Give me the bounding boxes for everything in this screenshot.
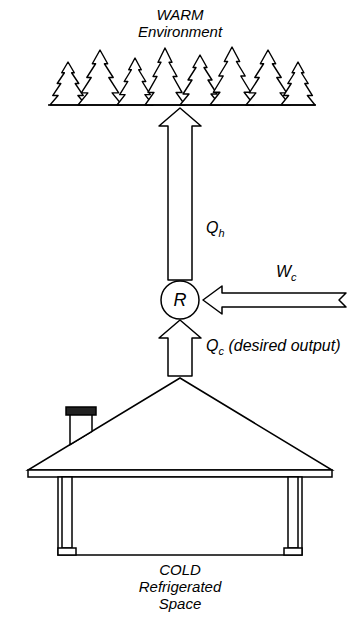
house — [28, 378, 332, 555]
tree — [50, 62, 86, 105]
node-symbol: R — [160, 280, 200, 320]
tree — [117, 58, 153, 105]
chimney-cap — [66, 407, 96, 415]
label-rest: (desired output) — [224, 337, 341, 354]
node-title: COLD Refrigerated Space — [130, 561, 230, 612]
tree — [210, 47, 254, 105]
symbol: W — [276, 263, 291, 280]
pillar-base — [58, 548, 76, 555]
work-label: Wc — [276, 262, 297, 287]
pillar-base — [284, 548, 302, 555]
roof — [28, 378, 332, 470]
symbol: Q — [206, 219, 218, 236]
heat-label: Qc (desired output) — [206, 336, 340, 361]
tree — [145, 48, 185, 105]
work-arrow — [203, 286, 346, 314]
tree — [281, 62, 315, 105]
node-title: WARM Environment — [130, 6, 230, 40]
subscript: c — [218, 345, 224, 357]
chimney — [70, 414, 92, 445]
refrigerator-circle: R — [160, 280, 200, 320]
forest — [48, 47, 316, 105]
symbol: Q — [206, 337, 218, 354]
tree — [246, 50, 290, 105]
ground-line — [48, 104, 316, 106]
subscript: c — [291, 271, 297, 283]
subscript: h — [218, 227, 224, 239]
eaves — [28, 470, 332, 477]
tree — [78, 50, 122, 105]
pillar — [288, 477, 298, 548]
tree — [180, 55, 220, 105]
heat-label: Qh — [206, 218, 225, 243]
heat-flow-arrow — [159, 108, 201, 280]
circle-outline — [161, 281, 199, 319]
heat-flow-arrow — [159, 320, 201, 376]
refrigerated-space: COLD Refrigerated Space — [20, 376, 340, 616]
pillar — [62, 477, 72, 548]
wall — [58, 477, 302, 555]
environment-region: WARM Environment — [45, 4, 315, 108]
